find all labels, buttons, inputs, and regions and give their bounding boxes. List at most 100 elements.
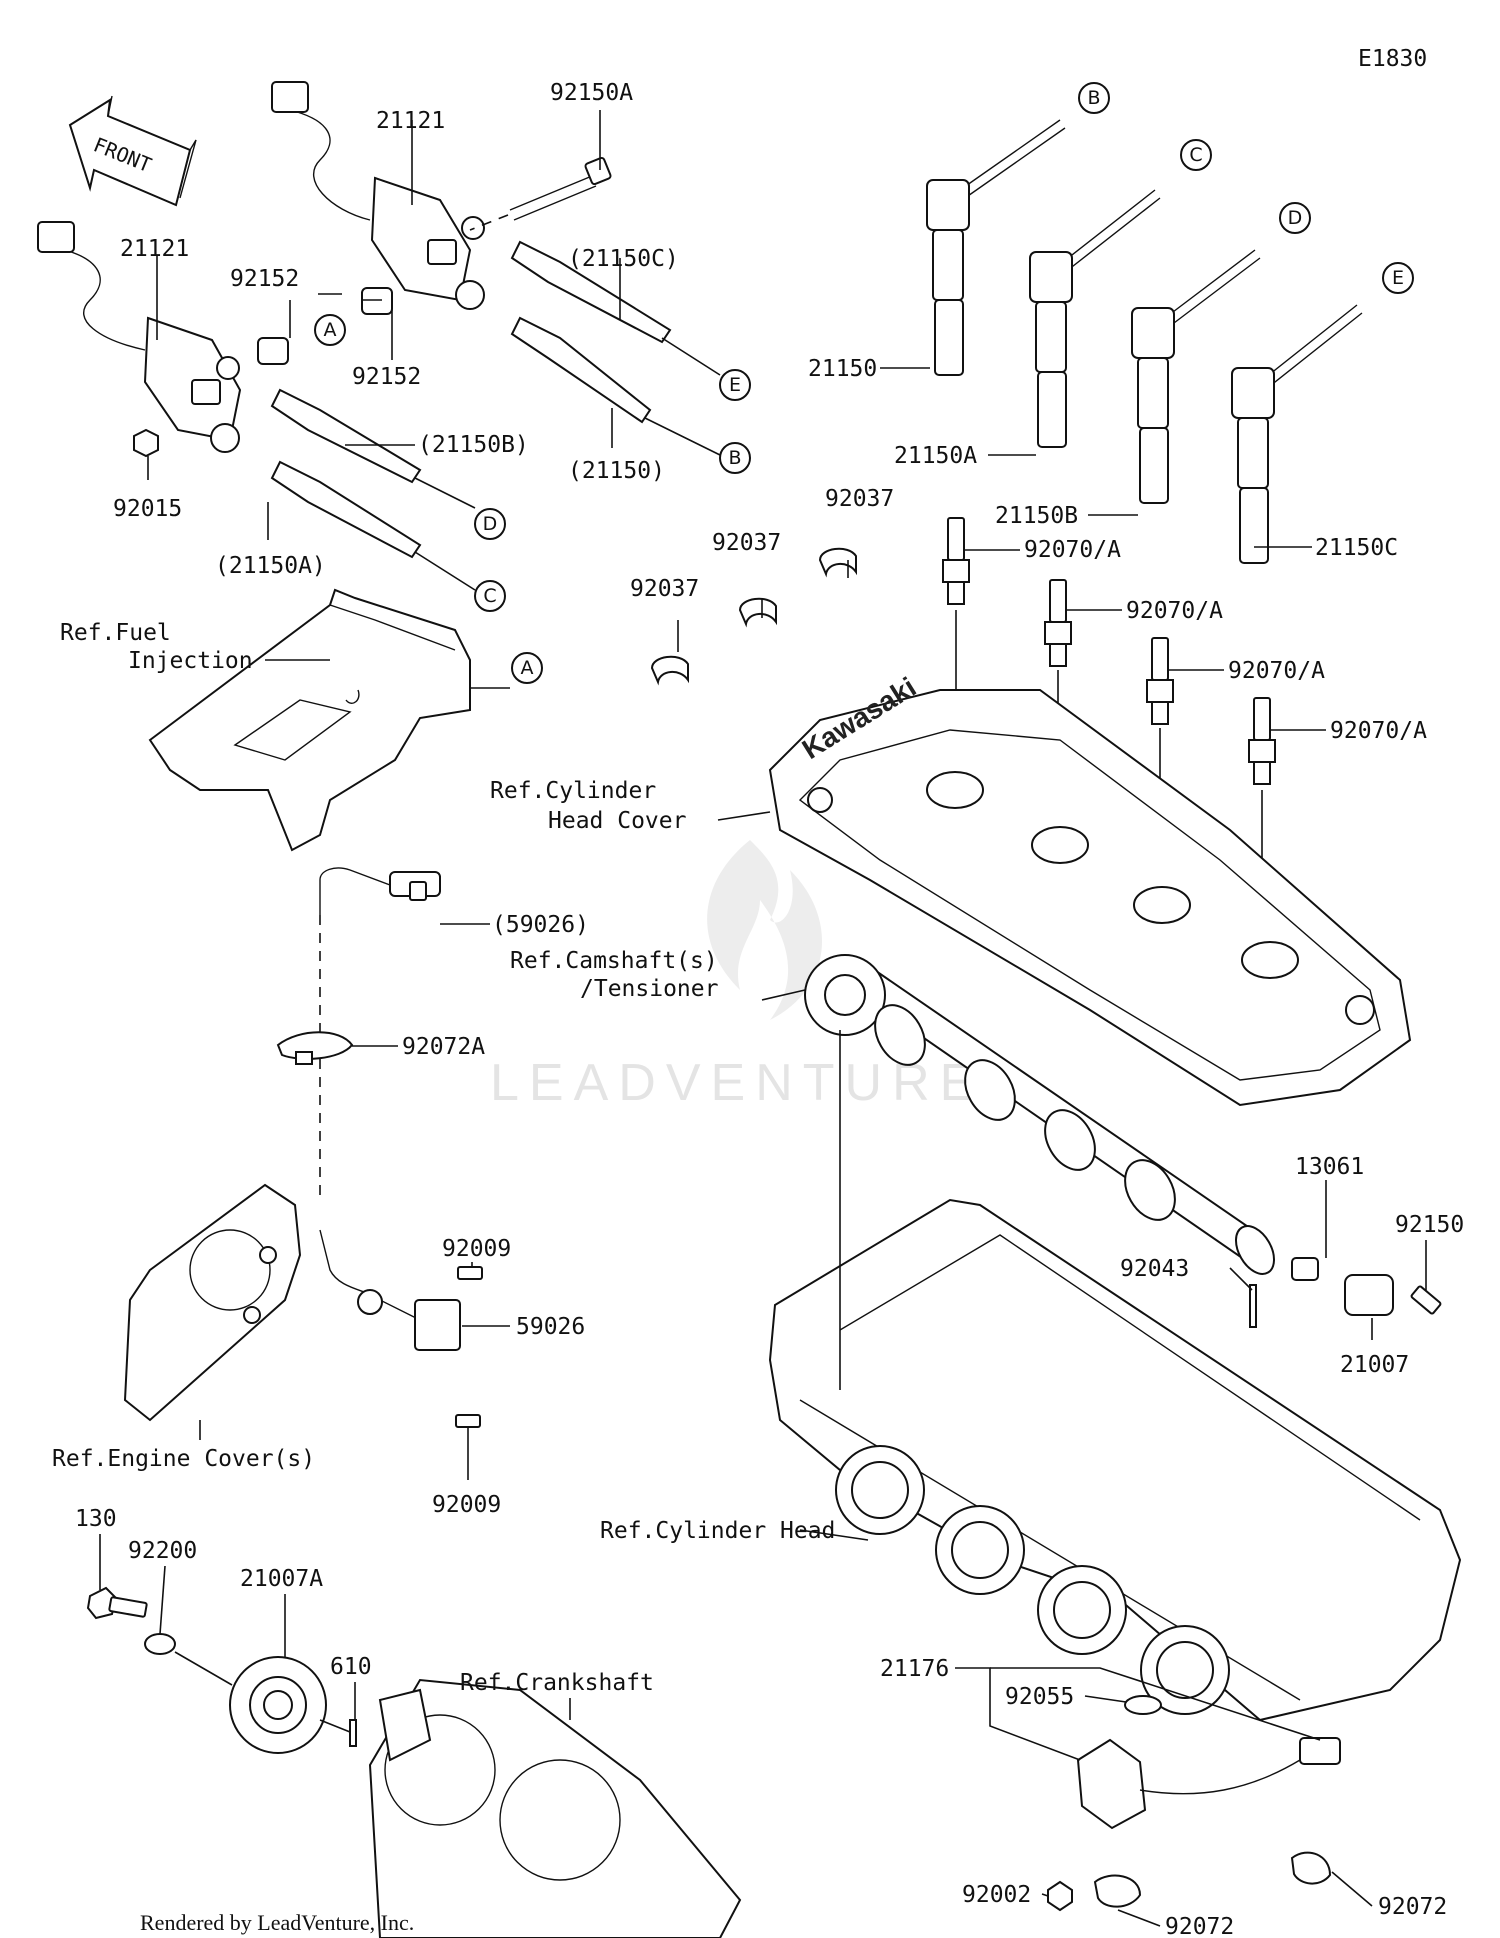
screw-92009-b[interactable] bbox=[455, 1414, 481, 1428]
bolt-92150A[interactable] bbox=[469, 156, 612, 231]
callout-E1: E bbox=[1382, 262, 1414, 294]
label-92072-b: 92072 bbox=[1378, 1894, 1447, 1920]
label-ref-cyl-head: Ref.Cylinder Head bbox=[600, 1518, 835, 1544]
bolt-92150[interactable] bbox=[1410, 1285, 1442, 1315]
engine-cover bbox=[123, 1183, 302, 1422]
label-21007: 21007 bbox=[1340, 1352, 1409, 1378]
label-ref-fuel-2: Injection bbox=[128, 648, 253, 674]
bolt-130[interactable] bbox=[86, 1586, 148, 1620]
coil-plug-cap-21150[interactable] bbox=[510, 316, 652, 424]
leader-lines bbox=[99, 110, 1427, 1927]
sensor-59026[interactable] bbox=[319, 1229, 461, 1351]
callout-C2: C bbox=[474, 580, 506, 612]
cylinder-head-cover: Kawasaki bbox=[768, 671, 1412, 1107]
pin-92043[interactable] bbox=[1249, 1284, 1257, 1328]
screw-92009-a[interactable] bbox=[457, 1266, 483, 1280]
part-13061[interactable] bbox=[1291, 1257, 1319, 1281]
label-21150C: 21150C bbox=[1315, 535, 1398, 561]
label-ref-head-cover-1: Ref.Cylinder bbox=[490, 778, 656, 804]
label-ref-fuel-1: Ref.Fuel bbox=[60, 620, 171, 646]
clamp-92037-b[interactable] bbox=[738, 597, 777, 628]
label-21150A-paren: (21150A) bbox=[215, 553, 326, 579]
label-92015: 92015 bbox=[113, 496, 182, 522]
sensor-lead-59026[interactable] bbox=[319, 867, 441, 1200]
plug-cap-21150C[interactable] bbox=[1231, 304, 1363, 564]
label-92072A: 92072A bbox=[402, 1034, 485, 1060]
label-21150B-paren: (21150B) bbox=[418, 432, 529, 458]
coil-plug-cap-21150B[interactable] bbox=[270, 388, 422, 484]
label-92002: 92002 bbox=[962, 1882, 1031, 1908]
label-92150A: 92150A bbox=[550, 80, 633, 106]
crankshaft bbox=[368, 1678, 742, 1938]
label-21121-lower: 21121 bbox=[120, 236, 189, 262]
rotor-21007A[interactable] bbox=[229, 1656, 327, 1754]
pin-610[interactable] bbox=[349, 1719, 357, 1747]
crank-sensor-21176[interactable] bbox=[1076, 1737, 1341, 1830]
coil-plug-cap-21150C[interactable] bbox=[510, 240, 672, 344]
label-ref-crankshaft: Ref.Crankshaft bbox=[460, 1670, 654, 1696]
svg-text:D: D bbox=[483, 513, 498, 535]
label-92043: 92043 bbox=[1120, 1256, 1189, 1282]
label-21150A: 21150A bbox=[894, 443, 977, 469]
spark-plug-1[interactable] bbox=[942, 517, 970, 605]
plug-cap-21150B[interactable] bbox=[1131, 249, 1261, 504]
spark-plug-3[interactable] bbox=[1146, 637, 1174, 725]
label-92070A-3: 92070/A bbox=[1228, 658, 1325, 684]
label-92037-b: 92037 bbox=[712, 530, 781, 556]
watermark-flame-logo bbox=[707, 840, 823, 1020]
svg-text:B: B bbox=[1087, 87, 1100, 109]
band-92072-b[interactable] bbox=[1290, 1851, 1332, 1885]
svg-text:A: A bbox=[521, 657, 534, 679]
svg-text:E: E bbox=[1392, 267, 1404, 289]
label-ref-camshaft-1: Ref.Camshaft(s) bbox=[510, 948, 718, 974]
plug-cap-21150[interactable] bbox=[926, 119, 1066, 376]
svg-text:E: E bbox=[729, 374, 741, 396]
collar-92152-b[interactable] bbox=[361, 287, 393, 315]
part-21007[interactable] bbox=[1344, 1274, 1394, 1316]
label-92152-a: 92152 bbox=[230, 266, 299, 292]
label-21150B: 21150B bbox=[995, 503, 1078, 529]
label-92152-b: 92152 bbox=[352, 364, 421, 390]
svg-text:B: B bbox=[728, 447, 741, 469]
coil-plug-cap-21150A[interactable] bbox=[270, 460, 422, 559]
nut-92015[interactable] bbox=[133, 428, 159, 458]
label-92200: 92200 bbox=[128, 1538, 197, 1564]
label-59026: 59026 bbox=[516, 1314, 585, 1340]
spark-plug-4[interactable] bbox=[1248, 697, 1276, 785]
label-92009-b: 92009 bbox=[432, 1492, 501, 1518]
band-92072-a[interactable] bbox=[1093, 1874, 1142, 1908]
footer-credit: Rendered by LeadVenture, Inc. bbox=[140, 1910, 414, 1935]
svg-text:A: A bbox=[324, 319, 337, 341]
clamp-92037-c[interactable] bbox=[818, 547, 857, 578]
label-610: 610 bbox=[330, 1654, 372, 1680]
clamp-92037-a[interactable] bbox=[650, 655, 689, 686]
bolt-92002[interactable] bbox=[1047, 1880, 1073, 1912]
callout-D2: D bbox=[474, 508, 506, 540]
collar-92152-a[interactable] bbox=[257, 337, 289, 365]
watermark-text: LEADVENTURE bbox=[490, 1054, 984, 1112]
oring-92055[interactable] bbox=[1124, 1695, 1162, 1715]
band-92072A[interactable] bbox=[276, 1031, 354, 1065]
plug-cap-21150A[interactable] bbox=[1029, 189, 1161, 448]
label-92072-a: 92072 bbox=[1165, 1914, 1234, 1938]
label-92055: 92055 bbox=[1005, 1684, 1074, 1710]
label-21150: 21150 bbox=[808, 356, 877, 382]
callout-A1: A bbox=[314, 314, 346, 346]
camshaft bbox=[804, 954, 1275, 1275]
label-ref-engine-cover: Ref.Engine Cover(s) bbox=[52, 1446, 315, 1472]
fuel-injection-bracket bbox=[148, 588, 471, 852]
label-21176: 21176 bbox=[880, 1656, 949, 1682]
label-92009-a: 92009 bbox=[442, 1236, 511, 1262]
label-92150: 92150 bbox=[1395, 1212, 1464, 1238]
washer-92200[interactable] bbox=[144, 1633, 176, 1655]
label-ref-head-cover-2: Head Cover bbox=[548, 808, 686, 834]
cylinder-head bbox=[768, 1198, 1462, 1722]
callout-B2: B bbox=[719, 442, 751, 474]
label-92070A-1: 92070/A bbox=[1024, 537, 1121, 563]
svg-text:C: C bbox=[483, 585, 496, 607]
watermark: LEADVENTURE bbox=[490, 840, 984, 1112]
spark-plug-2[interactable] bbox=[1044, 579, 1072, 667]
ignition-coil-lower[interactable] bbox=[37, 221, 242, 453]
label-92037-c: 92037 bbox=[630, 576, 699, 602]
